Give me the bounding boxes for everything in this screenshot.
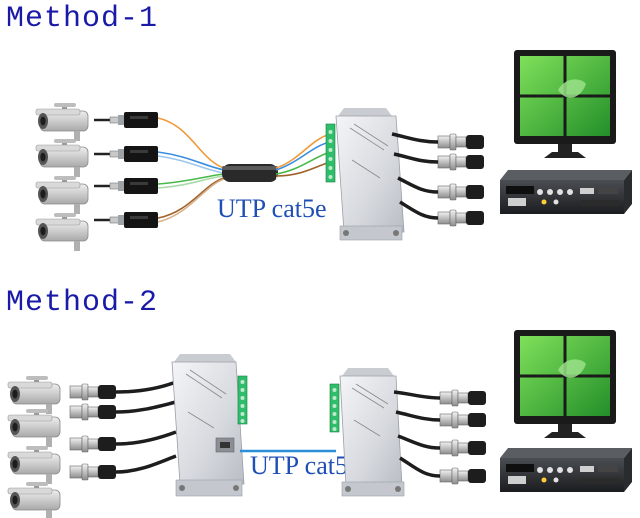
method-2-cable-label: UTP cat5e [250, 451, 360, 480]
bnc-connector-icon [69, 383, 117, 401]
cctv-camera-icon [35, 175, 89, 215]
twisted-pair-wires [157, 117, 225, 223]
video-balun-icon [109, 145, 159, 163]
bnc-connector-icon [69, 435, 117, 453]
cctv-camera-icon [35, 102, 89, 142]
bnc-connector-icon [437, 209, 485, 227]
monitor-icon [512, 328, 618, 440]
cctv-camera-icon [35, 138, 89, 178]
bnc-connector-icon [69, 463, 117, 481]
cctv-camera-icon [35, 212, 89, 252]
cctv-camera-icon [7, 481, 61, 518]
cctv-camera-icon [7, 408, 61, 448]
video-balun-icon [109, 111, 159, 129]
bnc-connector-icon [437, 183, 485, 201]
method-1-heading: Method-1 [6, 2, 159, 36]
bnc-connector-icon [439, 411, 487, 429]
video-balun-icon [109, 177, 159, 195]
bnc-connector-icon [437, 133, 485, 151]
bnc-connector-icon [439, 439, 487, 457]
passive-video-hub-left [171, 354, 245, 497]
monitor-icon [512, 48, 618, 160]
terminal-block-icon [329, 383, 340, 433]
terminal-block-icon [237, 375, 248, 425]
dvr-recorder-icon [500, 170, 632, 214]
cctv-camera-icon [7, 375, 61, 415]
bnc-connector-icon [437, 153, 485, 171]
video-balun-icon [109, 211, 159, 229]
bnc-connector-icon [439, 389, 487, 407]
bnc-connector-icon [439, 467, 487, 485]
method-2-setup [7, 328, 632, 518]
method-1-setup [35, 48, 632, 252]
dvr-recorder-icon [500, 448, 632, 492]
method-1-cable-label: UTP cat5e [217, 194, 327, 223]
passive-video-hub-right [339, 368, 405, 497]
passive-video-hub [325, 108, 405, 241]
method-2-heading: Method-2 [6, 286, 159, 320]
bnc-connector-icon [69, 403, 117, 421]
cctv-camera-icon [7, 445, 61, 485]
